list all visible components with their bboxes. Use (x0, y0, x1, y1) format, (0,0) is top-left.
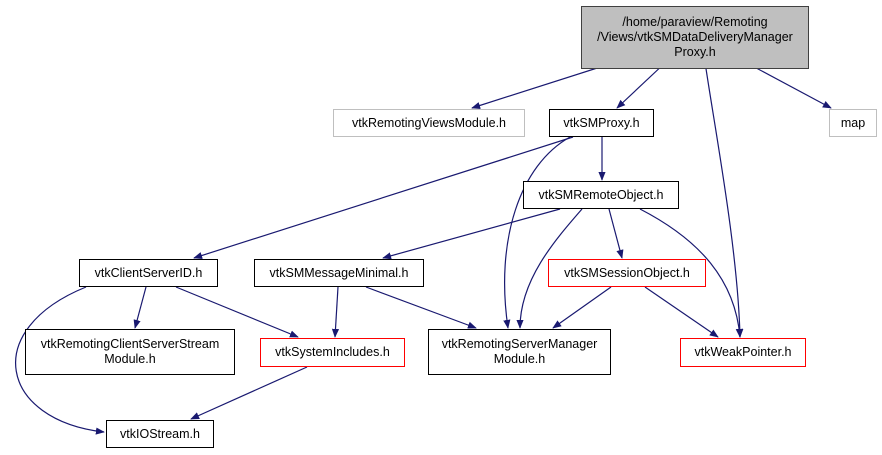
edge-root-to-weak_pointer (704, 61, 744, 338)
edge-client_server_id-to-io_stream (15, 286, 105, 435)
edge-client_server_id-to-system_includes (175, 286, 299, 338)
edge-remote_object-to-message_minimal (382, 208, 561, 260)
edge-system_includes-to-io_stream (190, 366, 308, 420)
edge-session_object-to-server_manager_module (552, 286, 612, 329)
edge-message_minimal-to-server_manager_module (365, 286, 477, 329)
node-map[interactable]: map (829, 109, 877, 137)
node-system-includes[interactable]: vtkSystemIncludes.h (260, 338, 405, 367)
edge-session_object-to-weak_pointer (644, 286, 719, 338)
node-message-minimal[interactable]: vtkSMMessageMinimal.h (254, 259, 424, 287)
node-weak-pointer[interactable]: vtkWeakPointer.h (680, 338, 806, 367)
edge-client_server_id-to-cs_stream_module (133, 286, 147, 329)
edge-root-to-map (744, 61, 832, 109)
node-client-server-id[interactable]: vtkClientServerID.h (79, 259, 218, 287)
node-remote-object[interactable]: vtkSMRemoteObject.h (523, 181, 679, 209)
edge-root-to-sm_proxy (616, 61, 667, 109)
node-cs-stream-module[interactable]: vtkRemotingClientServerStream Module.h (25, 329, 235, 375)
node-sm-proxy[interactable]: vtkSMProxy.h (549, 109, 654, 137)
node-io-stream[interactable]: vtkIOStream.h (106, 420, 214, 448)
edge-root-to-views_module (471, 61, 617, 109)
edge-sm_proxy-to-server_manager_module (503, 136, 571, 329)
edge-remote_object-to-weak_pointer (639, 208, 743, 338)
node-views-module[interactable]: vtkRemotingViewsModule.h (333, 109, 525, 137)
node-root-file[interactable]: /home/paraview/Remoting /Views/vtkSMData… (581, 6, 809, 69)
node-server-manager-module[interactable]: vtkRemotingServerManager Module.h (428, 329, 611, 375)
edge-remote_object-to-session_object (608, 208, 624, 259)
edge-remote_object-to-server_manager_module (516, 208, 583, 329)
node-session-object[interactable]: vtkSMSessionObject.h (548, 259, 706, 287)
edge-message_minimal-to-system_includes (331, 286, 340, 338)
edge-sm_proxy-to-client_server_id (193, 136, 574, 259)
